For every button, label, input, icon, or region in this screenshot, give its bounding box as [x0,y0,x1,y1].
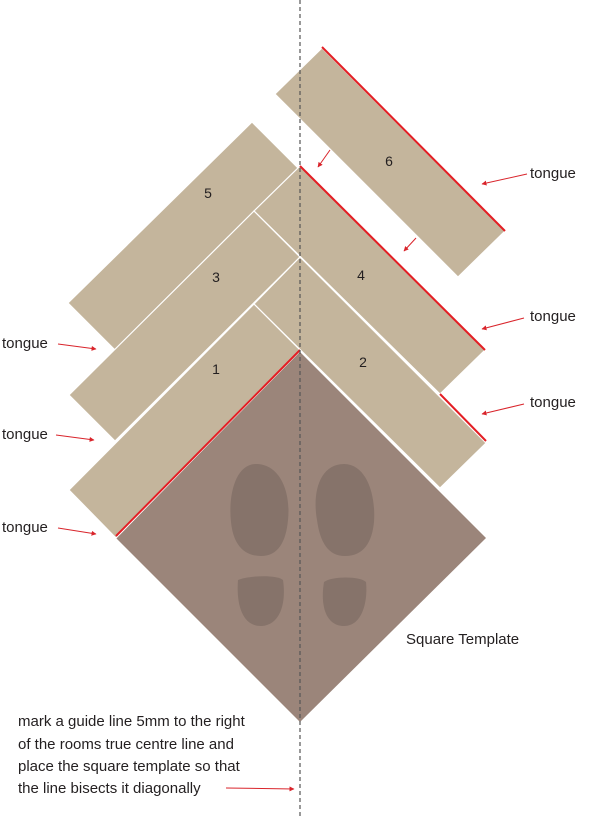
plank-number-1: 1 [212,361,220,377]
instruction-line-3: place the square template so that [18,758,241,775]
tongue-label-right-3: tongue [530,394,576,411]
square-template-label: Square Template [406,631,519,648]
plank-3 [68,210,301,442]
tongue-edge-4 [299,165,486,351]
tongue-label-right-1: tongue [530,165,576,182]
plank-number-3: 3 [212,269,220,285]
plank-number-6: 6 [385,153,393,169]
tongue-arrows [55,149,528,792]
tongue-edge-2 [439,393,487,442]
plank-1 [68,303,301,539]
tongue-label-left-1: tongue [2,335,48,352]
square-template [116,352,486,722]
plank-number-4: 4 [357,267,365,283]
tongue-label-right-2: tongue [530,308,576,325]
tongue-label-left-3: tongue [2,519,48,536]
plank-2 [253,256,487,489]
tongue-label-left-2: tongue [2,426,48,443]
instruction-line-4: the line bisects it diagonally [18,780,201,797]
plank-number-5: 5 [204,185,212,201]
left-shoe-print-icon [230,464,289,627]
plank-number-2: 2 [359,354,367,370]
tongue-edge-1 [115,349,301,537]
tongue-edge-6 [321,46,506,232]
right-shoe-print-icon [315,464,375,626]
instruction-line-2: of the rooms true centre line and [18,736,234,753]
instruction-line-1: mark a guide line 5mm to the right [18,713,246,730]
